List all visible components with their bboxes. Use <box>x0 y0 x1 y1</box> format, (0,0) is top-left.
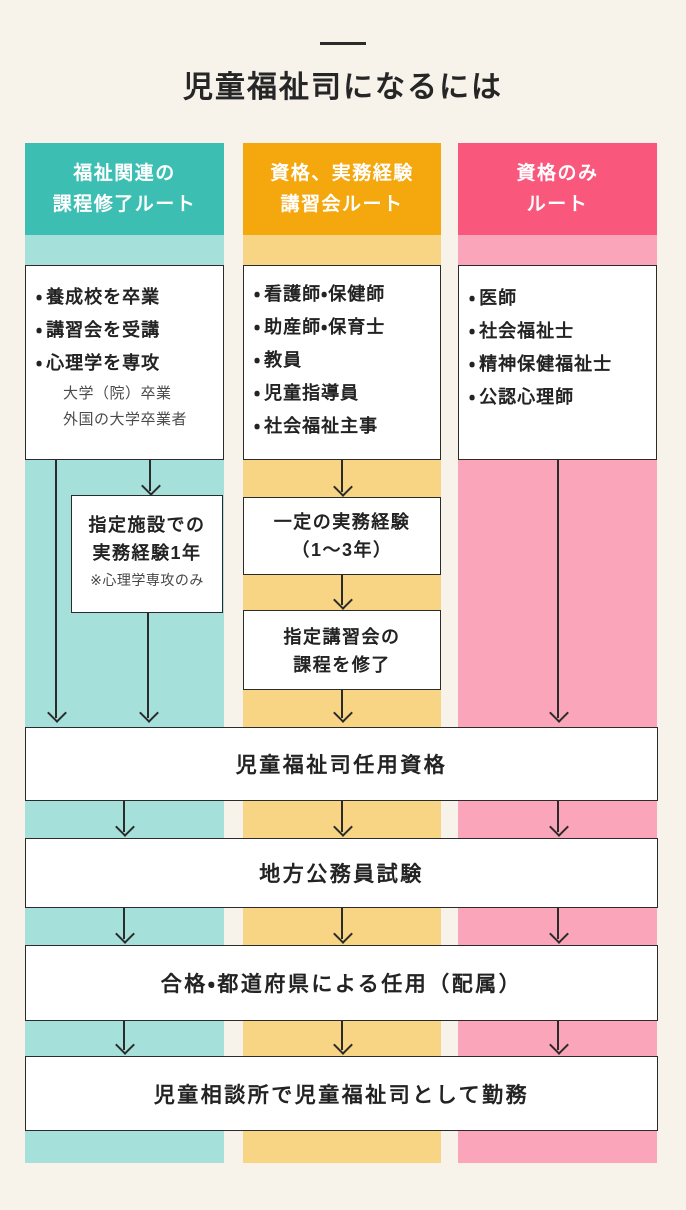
flow-arrow-down <box>333 575 351 610</box>
qualification-item: 児童指導員 <box>254 377 436 410</box>
step-work-at-child-consultation-center: 児童相談所で児童福祉司として勤務 <box>25 1056 658 1131</box>
flow-arrow-down <box>115 801 133 837</box>
step-box-training-course: 指定講習会の 課程を修了 <box>243 610 441 690</box>
qualification-note: 大学（院）卒業 <box>63 385 172 402</box>
page-title: 児童福祉司になるには <box>183 71 503 104</box>
route-header-line: 講習会ルート <box>280 194 404 215</box>
flow-arrow-down <box>333 460 351 497</box>
step-box-line: 実務経験1年 <box>92 543 202 563</box>
flow-arrow-down <box>47 460 65 723</box>
step-label: 合格・都道府県による任用（配属） <box>160 973 523 996</box>
qualification-note: 外国の大学卒業者 <box>63 411 188 428</box>
qualification-box-course: 養成校を卒業 講習会を受講 心理学を専攻 大学（院）卒業 外国の大学卒業者 <box>25 265 224 460</box>
route-header-line: ルート <box>526 194 589 215</box>
qualification-item: 精神保健福祉士 <box>469 348 652 381</box>
flow-arrow-down <box>549 460 567 723</box>
qualification-item: 教員 <box>254 344 436 377</box>
flow-arrow-down <box>333 801 351 837</box>
flow-arrow-down <box>333 1021 351 1055</box>
step-label: 児童相談所で児童福祉司として勤務 <box>153 1083 530 1107</box>
qualification-item: 養成校を卒業 <box>36 281 219 314</box>
step-box-line: 指定施設での <box>88 515 206 535</box>
qualification-item: 心理学を専攻 <box>36 347 219 380</box>
qualification-item: 社会福祉主事 <box>254 410 436 443</box>
route-header-line: 福祉関連の <box>73 163 176 184</box>
route-header-course: 福祉関連の 課程修了ルート <box>25 143 224 235</box>
step-appointment-qualification: 児童福祉司任用資格 <box>25 727 658 801</box>
step-box-line: 一定の実務経験 <box>273 512 411 532</box>
step-box-note: ※心理学専攻のみ <box>90 572 204 588</box>
qualification-item: 看護師・保健師 <box>254 278 436 311</box>
flow-arrow-down <box>549 801 567 837</box>
step-label: 児童福祉司任用資格 <box>235 754 448 777</box>
flow-arrow-down <box>115 908 133 944</box>
step-box-line: 課程を修了 <box>293 655 391 675</box>
route-header-line: 課程修了ルート <box>52 194 197 215</box>
step-box-line: 指定講習会の <box>283 627 401 647</box>
flow-arrow-down <box>549 1021 567 1055</box>
qualification-item: 医師 <box>469 282 652 315</box>
step-box-line: （1～3年） <box>291 540 393 560</box>
flow-arrow-down <box>333 690 351 723</box>
flow-arrow-down <box>115 1021 133 1055</box>
step-pass-and-assignment: 合格・都道府県による任用（配属） <box>25 945 658 1021</box>
qualification-item: 講習会を受講 <box>36 314 219 347</box>
qualification-notes: 大学（院）卒業 外国の大学卒業者 <box>36 381 219 433</box>
flow-arrow-down <box>333 908 351 944</box>
step-label: 地方公務員試験 <box>259 863 424 886</box>
title-dash <box>320 42 366 45</box>
step-box-work-experience: 一定の実務経験 （1～3年） <box>243 497 441 575</box>
flow-arrow-down <box>141 460 159 496</box>
flow-arrow-down <box>549 908 567 944</box>
qualification-item: 助産師・保育士 <box>254 311 436 344</box>
route-header-line: 資格、実務経験 <box>270 163 414 184</box>
qualification-box-qual-experience: 看護師・保健師 助産師・保育士 教員 児童指導員 社会福祉主事 <box>243 265 441 460</box>
route-header-qual-only: 資格のみ ルート <box>458 143 657 235</box>
route-header-line: 資格のみ <box>516 163 599 184</box>
qualification-item: 社会福祉士 <box>469 315 652 348</box>
qualification-box-qual-only: 医師 社会福祉士 精神保健福祉士 公認心理師 <box>458 265 657 460</box>
route-header-qual-experience: 資格、実務経験 講習会ルート <box>243 143 441 235</box>
qualification-item: 公認心理師 <box>469 381 652 414</box>
step-civil-service-exam: 地方公務員試験 <box>25 838 658 908</box>
step-box-practical-experience-1yr: 指定施設での 実務経験1年 ※心理学専攻のみ <box>71 495 223 613</box>
flow-arrow-down <box>139 613 157 723</box>
